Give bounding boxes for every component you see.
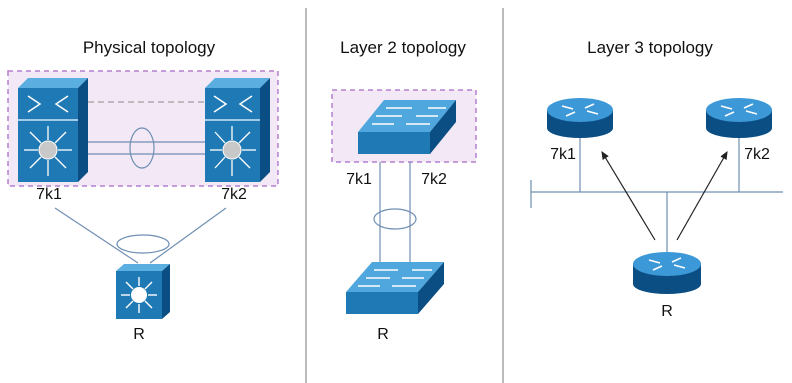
- nexus-7k2-chassis-icon: [205, 78, 270, 182]
- layer2-r-switch-icon: [346, 262, 444, 314]
- uplink-7k2-to-r: [149, 207, 227, 264]
- layer2-7k2-label: 7k2: [421, 171, 447, 188]
- physical-topology-panel: Physical topology: [0, 0, 306, 383]
- physical-r-label: R: [133, 326, 145, 343]
- layer3-7k1-router-icon: [547, 98, 613, 138]
- layer2-topology-diagram: [331, 89, 477, 314]
- peer-link-bundle-ring: [129, 127, 155, 169]
- layer2-logical-switch-icon: [358, 100, 456, 154]
- physical-topology-diagram: [7, 70, 279, 319]
- layer3-7k2-label: 7k2: [744, 146, 770, 163]
- router-r-switch-icon: [116, 264, 170, 319]
- layer2-topology-panel: Layer 2 topology: [306, 0, 503, 383]
- l2-port-channel-ring: [373, 208, 417, 230]
- layer3-r-router-icon: [633, 252, 701, 294]
- uplink-7k1-to-r: [54, 207, 139, 264]
- layer3-topology-panel: Layer 3 topology: [503, 0, 792, 383]
- layer2-topology-title: Layer 2 topology: [340, 38, 466, 57]
- physical-7k2-label: 7k2: [221, 186, 247, 203]
- vpc-port-channel-ring: [116, 234, 170, 254]
- layer2-7k1-label: 7k1: [346, 171, 372, 188]
- arrow-r-to-7k1: [601, 150, 656, 241]
- layer3-7k2-router-icon: [706, 98, 772, 138]
- layer3-topology-title: Layer 3 topology: [587, 38, 713, 57]
- arrow-r-to-7k2: [676, 150, 728, 241]
- physical-topology-title: Physical topology: [82, 38, 216, 57]
- layer2-r-label: R: [377, 326, 389, 343]
- layer3-topology-diagram: [530, 98, 783, 294]
- layer3-r-label: R: [661, 303, 673, 320]
- nexus-7k1-chassis-icon: [18, 78, 88, 182]
- layer3-7k1-label: 7k1: [550, 146, 576, 163]
- physical-7k1-label: 7k1: [36, 186, 62, 203]
